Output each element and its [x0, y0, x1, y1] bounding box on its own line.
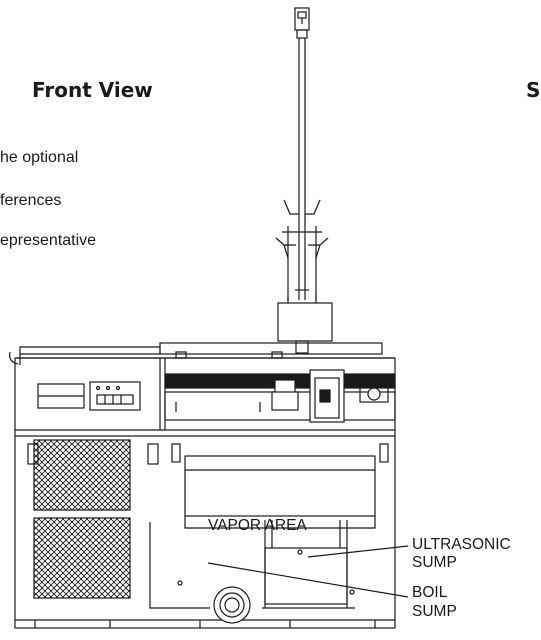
left-control-panel	[37, 381, 141, 411]
ultrasonic-sump-label-line-2: SUMP	[412, 554, 457, 571]
right-control-strip	[164, 369, 396, 423]
boil-leader-line	[207, 562, 409, 598]
vapor-area-label: VAPOR AREA	[205, 517, 310, 534]
boil-sump-label-line-2: SUMP	[412, 603, 457, 620]
right-title-fragment: S	[526, 78, 541, 102]
upper-mesh-vent	[33, 439, 131, 511]
boil-sump-label-line-1: BOIL	[412, 584, 448, 601]
intro-text-line-1: he optional	[0, 149, 79, 166]
top-cover	[9, 342, 395, 365]
intro-text-line-2: ferences	[0, 192, 62, 209]
cabinet-outline	[14, 357, 396, 629]
lower-mesh-vent	[33, 517, 131, 599]
intro-text-line-3: epresentative	[0, 232, 97, 249]
lift-tower	[275, 7, 333, 354]
vapor-area-tank	[184, 455, 376, 529]
ultrasonic-sump-label-line-1: ULTRASONIC	[412, 536, 511, 553]
ultrasonic-leader-line	[307, 545, 409, 558]
sump-assembly	[149, 520, 355, 624]
page-title: Front View	[32, 78, 153, 102]
